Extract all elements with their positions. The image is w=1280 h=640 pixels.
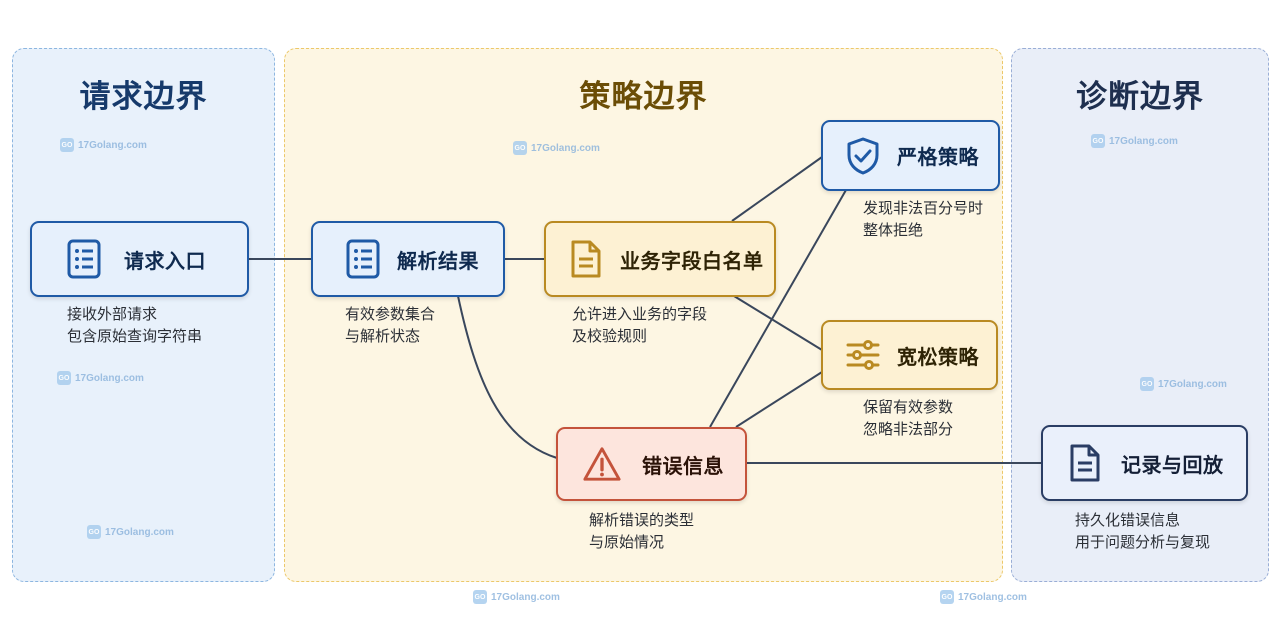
request-boundary-title: 请求边界 <box>79 79 208 115</box>
lenient-policy-node: 宽松策略 <box>821 320 998 390</box>
document-icon <box>1065 443 1105 483</box>
error-info-caption: 解析错误的类型 与原始情况 <box>589 511 695 551</box>
diagnostics-boundary-title: 诊断边界 <box>1076 79 1204 115</box>
sliders-icon <box>843 335 883 375</box>
watermark-logo-icon: GO <box>87 525 101 539</box>
watermark-logo-icon: GO <box>1091 134 1105 148</box>
warning-icon <box>582 444 622 484</box>
lenient-policy-caption: 保留有效参数 忽略非法部分 <box>863 398 954 438</box>
record-replay-label: 记录与回放 <box>1121 452 1224 477</box>
list-document-icon <box>64 239 104 279</box>
document-icon <box>566 239 606 279</box>
strict-policy-node: 严格策略 <box>821 120 1000 191</box>
watermark-logo-icon: GO <box>57 371 71 385</box>
policy-boundary-title: 策略边界 <box>579 79 708 115</box>
record-replay-caption: 持久化错误信息 用于问题分析与复现 <box>1075 511 1211 551</box>
diagnostics-boundary-zone: 诊断边界 <box>1011 48 1269 582</box>
record-replay-node: 记录与回放 <box>1041 425 1248 501</box>
parse-result-caption: 有效参数集合 与解析状态 <box>345 305 436 345</box>
list-document-icon <box>343 239 383 279</box>
field-whitelist-label: 业务字段白名单 <box>620 248 764 273</box>
watermark-logo-icon: GO <box>940 590 954 604</box>
error-info-label: 错误信息 <box>642 453 724 478</box>
request-entry-caption: 接收外部请求 包含原始查询字符串 <box>67 305 203 345</box>
field-whitelist-node: 业务字段白名单 <box>544 221 776 297</box>
parse-result-node: 解析结果 <box>311 221 505 297</box>
field-whitelist-caption: 允许进入业务的字段 及校验规则 <box>572 305 708 345</box>
parse-result-label: 解析结果 <box>397 248 479 273</box>
watermark-logo-icon: GO <box>513 141 527 155</box>
watermark-logo-icon: GO <box>473 590 487 604</box>
watermark-logo-icon: GO <box>60 138 74 152</box>
shield-check-icon <box>843 136 883 176</box>
strict-policy-label: 严格策略 <box>897 145 979 169</box>
request-boundary-zone: 请求边界 <box>12 48 275 582</box>
lenient-policy-label: 宽松策略 <box>897 344 979 369</box>
strict-policy-caption: 发现非法百分号时 整体拒绝 <box>863 199 984 239</box>
error-info-node: 错误信息 <box>556 427 747 501</box>
watermark-logo-icon: GO <box>1140 377 1154 391</box>
request-entry-node: 请求入口 <box>30 221 249 297</box>
request-entry-label: 请求入口 <box>124 248 206 273</box>
